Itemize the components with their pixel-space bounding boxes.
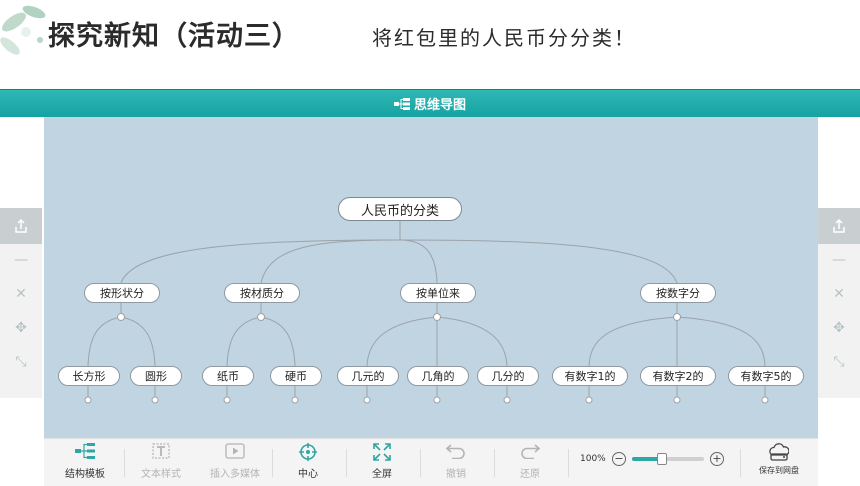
mindmap-leaf-node[interactable]: 长方形	[58, 366, 120, 386]
zoom-slider[interactable]	[632, 453, 704, 465]
mindmap-icon	[393, 97, 410, 110]
bottom-toolbar: 结构模板 文本样式 插入多媒体 中心 全屏	[44, 438, 818, 486]
mindmap-leaf-node[interactable]: 有数字2的	[640, 366, 716, 386]
fit-icon[interactable]: ⤡	[15, 354, 27, 370]
right-side-tools: — ✕ ✥ ⤡	[818, 208, 860, 398]
move-icon[interactable]: ✥	[15, 320, 27, 336]
mindmap-connectors	[84, 218, 769, 404]
zoom-control: 100% − +	[580, 452, 724, 466]
toolbar-divider	[272, 449, 273, 477]
mindmap-branch-node[interactable]: 按形状分	[84, 283, 160, 303]
left-side-tools: — ✕ ✥ ⤡	[0, 208, 42, 398]
zoom-slider-fill	[632, 457, 661, 461]
insert-media-button[interactable]: 插入多媒体	[200, 443, 270, 480]
zoom-slider-handle[interactable]	[656, 453, 667, 465]
undo-icon	[421, 443, 491, 465]
fullscreen-icon	[347, 443, 417, 465]
mindmap-branch-node[interactable]: 按单位来	[400, 283, 476, 303]
structure-template-button[interactable]: 结构模板	[50, 443, 120, 480]
center-button[interactable]: 中心	[273, 443, 343, 480]
play-icon	[200, 443, 270, 465]
mindmap-leaf-node[interactable]: 硬币	[270, 366, 322, 386]
mindmap-leaf-node[interactable]: 圆形	[130, 366, 182, 386]
fullscreen-button[interactable]: 全屏	[347, 443, 417, 480]
text-style-button[interactable]: 文本样式	[126, 443, 196, 480]
undo-button[interactable]: 撤销	[421, 443, 491, 480]
close-icon[interactable]: ✕	[15, 286, 27, 302]
toolbar-divider	[494, 449, 495, 477]
crosshair-icon	[273, 443, 343, 465]
mindmap-leaf-node[interactable]: 几分的	[477, 366, 539, 386]
mindmap-branch-node[interactable]: 按数字分	[640, 283, 716, 303]
minus-icon[interactable]: —	[832, 252, 846, 268]
structure-icon	[50, 443, 120, 465]
mindmap-branch-node[interactable]: 按材质分	[224, 283, 300, 303]
save-to-cloud-button[interactable]: 保存到网盘	[744, 443, 814, 476]
slide-title: 探究新知（活动三）	[48, 21, 300, 52]
app-title: 思维导图	[413, 98, 466, 113]
mindmap-leaf-node[interactable]: 有数字5的	[728, 366, 804, 386]
mindmap-leaf-node[interactable]: 纸币	[202, 366, 254, 386]
toolbar-divider	[740, 449, 741, 477]
share-icon[interactable]	[818, 208, 860, 244]
toolbar-divider	[346, 449, 347, 477]
redo-button[interactable]: 还原	[495, 443, 565, 480]
app-title-bar: 思维导图	[0, 90, 860, 117]
move-icon[interactable]: ✥	[833, 320, 845, 336]
minus-icon[interactable]: —	[14, 252, 28, 268]
mindmap-leaf-node[interactable]: 几元的	[337, 366, 399, 386]
toolbar-divider	[420, 449, 421, 477]
fit-icon[interactable]: ⤡	[833, 354, 845, 370]
slide-subtitle: 将红包里的人民币分分类！	[372, 26, 636, 50]
mindmap-app: 思维导图 — ✕ ✥ ⤡ — ✕ ✥ ⤡	[0, 89, 860, 486]
redo-icon	[495, 443, 565, 465]
zoom-level: 100%	[580, 454, 606, 464]
zoom-in-button[interactable]: +	[710, 452, 724, 466]
text-style-icon	[126, 443, 196, 465]
close-icon[interactable]: ✕	[833, 286, 845, 302]
mindmap-leaf-node[interactable]: 有数字1的	[552, 366, 628, 386]
zoom-out-button[interactable]: −	[612, 452, 626, 466]
mindmap-root-node[interactable]: 人民币的分类	[338, 197, 462, 221]
cloud-disk-icon	[744, 443, 814, 465]
toolbar-divider	[568, 449, 569, 477]
leaf-decoration	[0, 5, 46, 55]
mindmap-leaf-node[interactable]: 几角的	[407, 366, 469, 386]
slide-header: 探究新知（活动三） 将红包里的人民币分分类！	[0, 0, 860, 88]
toolbar-divider	[124, 449, 125, 477]
mindmap-canvas[interactable]: 人民币的分类 按形状分 按材质分 按单位来 按数字分 长方形 圆形 纸币 硬币 …	[44, 117, 818, 438]
share-icon[interactable]	[0, 208, 42, 244]
